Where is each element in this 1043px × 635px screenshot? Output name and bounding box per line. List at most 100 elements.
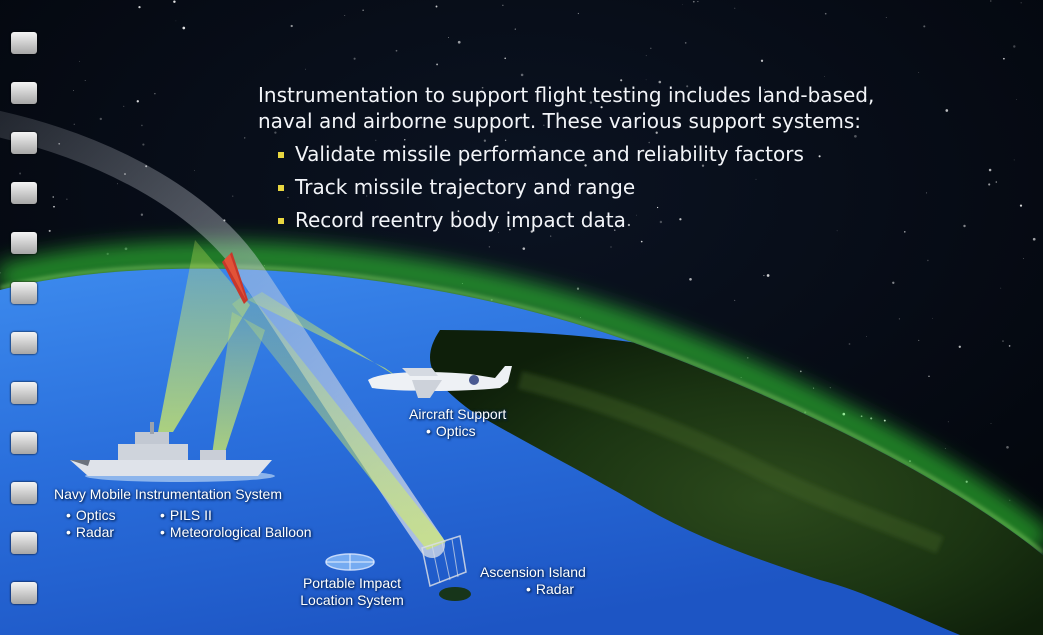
star <box>610 246 612 248</box>
star <box>287 196 289 199</box>
star <box>883 419 886 422</box>
star <box>577 12 580 15</box>
radar-station-icon <box>421 535 467 588</box>
star <box>457 210 460 213</box>
star <box>944 448 946 449</box>
star <box>1013 45 1016 48</box>
navy-balloon-item: Meteorological Balloon <box>160 524 312 541</box>
portable-impact-label: Portable Impact Location System <box>297 575 407 609</box>
star <box>854 134 857 138</box>
star <box>829 387 831 389</box>
navy-optics-beam <box>158 240 250 432</box>
star <box>73 90 74 91</box>
star <box>648 141 650 144</box>
aircraft-optics-beam <box>248 292 405 382</box>
star <box>142 143 145 146</box>
star <box>763 275 765 277</box>
star <box>19 172 22 175</box>
star <box>679 218 682 221</box>
star <box>362 9 364 11</box>
star <box>658 80 662 84</box>
star <box>543 124 545 126</box>
binder-ring-icon <box>11 382 37 404</box>
star <box>182 26 186 30</box>
star <box>818 155 821 158</box>
star <box>686 85 689 88</box>
bullet-item: Record reentry body impact data <box>277 207 874 233</box>
binder-ring-icon <box>11 132 37 154</box>
star <box>243 137 246 139</box>
star <box>848 343 851 345</box>
star <box>138 5 141 9</box>
intro-line-2: naval and airborne support. These variou… <box>258 109 862 133</box>
star <box>502 4 504 6</box>
star <box>928 375 930 377</box>
binder-ring-icon <box>11 332 37 354</box>
star <box>636 214 637 216</box>
portable-impact-line-2: Location System <box>300 592 404 608</box>
ascension-island-title: Ascension Island <box>480 564 586 580</box>
star <box>1022 258 1024 260</box>
star <box>824 76 825 77</box>
star <box>963 224 966 228</box>
star <box>734 299 736 301</box>
star <box>799 370 802 373</box>
portable-impact-line-1: Portable Impact <box>302 575 402 591</box>
star <box>570 184 572 186</box>
star <box>504 139 507 142</box>
star <box>918 71 920 73</box>
star <box>813 387 815 389</box>
star <box>645 55 647 57</box>
star <box>478 128 480 130</box>
star <box>52 196 54 198</box>
star <box>532 145 536 149</box>
star <box>836 230 838 232</box>
binder-ring-icon <box>11 432 37 454</box>
star <box>958 345 961 348</box>
navy-pils-item: PILS II <box>160 507 312 524</box>
star <box>684 42 687 44</box>
star <box>988 168 992 172</box>
binder-ring-icon <box>11 82 37 104</box>
star <box>659 220 663 224</box>
star <box>760 59 764 62</box>
bullet-item: Validate missile performance and reliabi… <box>277 141 874 167</box>
star <box>136 100 139 103</box>
star <box>53 205 55 208</box>
star <box>232 195 234 197</box>
atmosphere-glow <box>0 241 1043 557</box>
star <box>947 421 949 423</box>
star <box>435 5 438 8</box>
star <box>1002 340 1004 342</box>
star <box>923 25 926 28</box>
star <box>520 73 524 77</box>
star <box>697 1 699 3</box>
binder-ring-icon <box>11 482 37 504</box>
star <box>747 357 749 359</box>
star <box>530 230 533 233</box>
star <box>498 231 499 233</box>
star <box>656 206 659 209</box>
star <box>1016 99 1017 100</box>
star <box>1006 445 1009 449</box>
star <box>404 139 406 141</box>
navy-optics-item: Optics <box>66 507 116 524</box>
star <box>421 124 424 126</box>
binder-ring-icon <box>11 282 37 304</box>
star <box>274 131 277 134</box>
star <box>898 318 901 320</box>
star <box>885 17 887 18</box>
star <box>73 123 75 125</box>
star <box>283 99 286 103</box>
star <box>488 246 491 248</box>
navy-radar-item: Radar <box>66 524 116 541</box>
star <box>824 12 827 15</box>
star <box>175 20 177 22</box>
star <box>79 60 80 62</box>
star <box>99 117 102 121</box>
star <box>436 63 439 66</box>
star <box>988 183 991 186</box>
star <box>173 0 176 3</box>
star <box>701 164 705 167</box>
navy-system-label: Navy Mobile Instrumentation System <box>54 486 282 503</box>
